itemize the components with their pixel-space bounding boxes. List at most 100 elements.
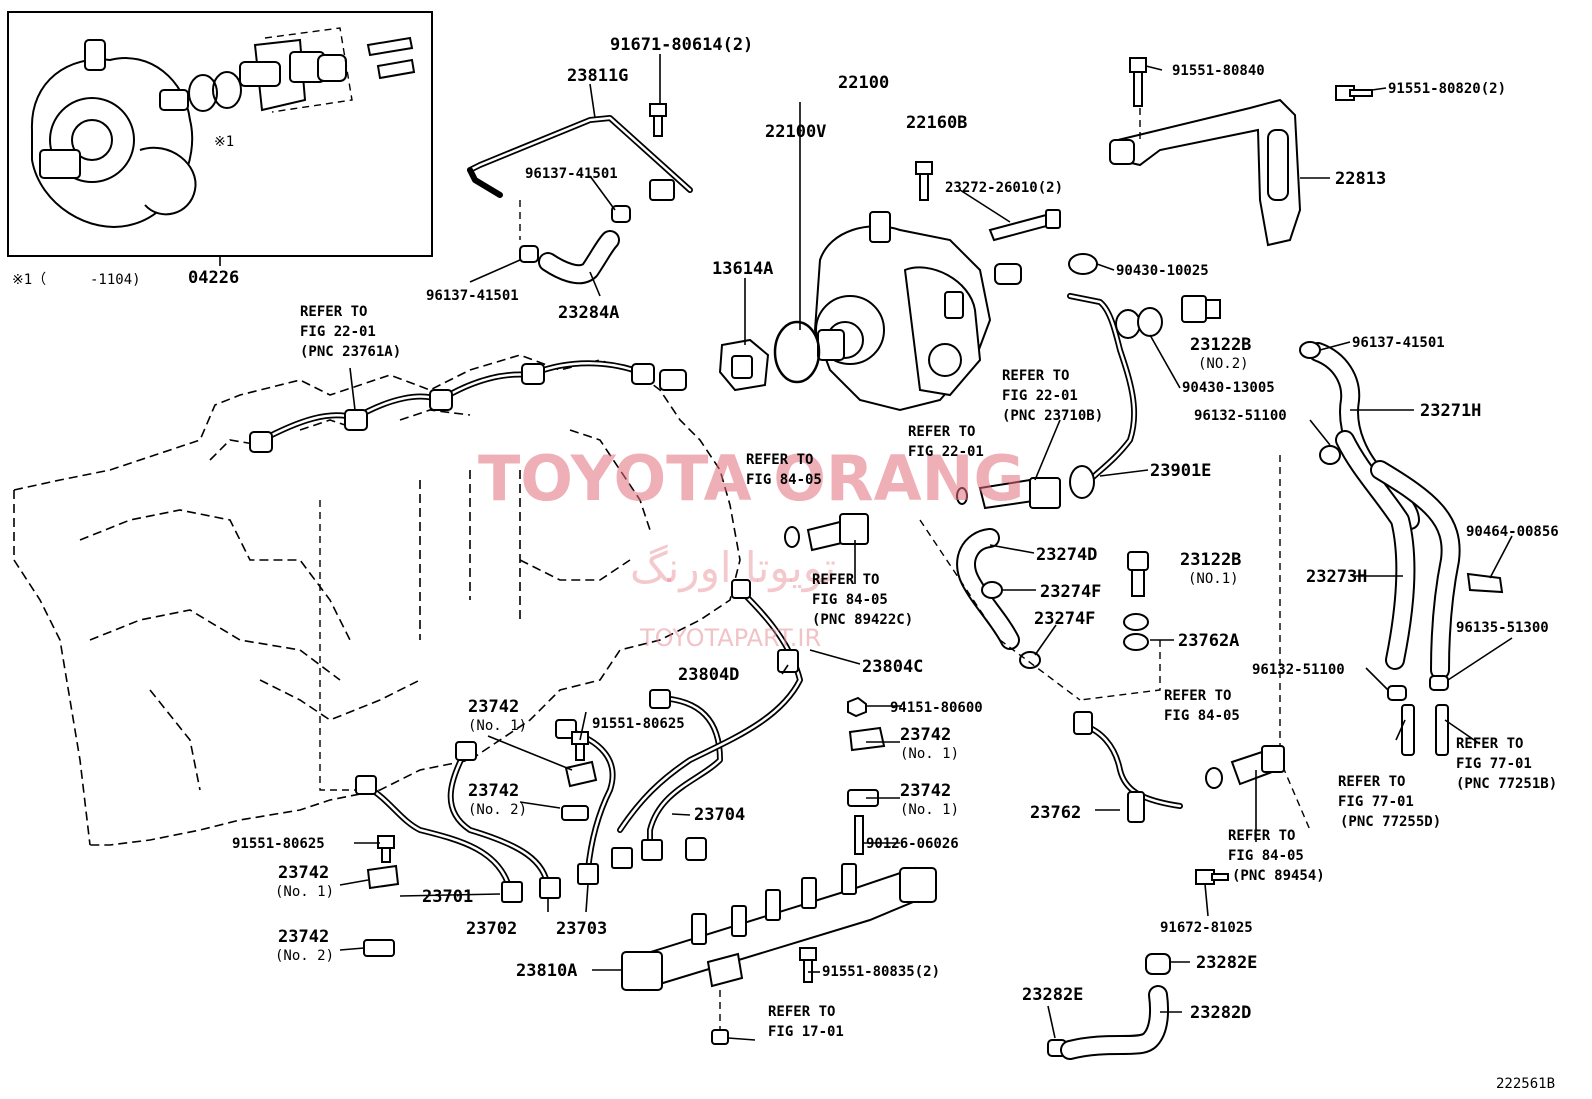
part-label-94151-80600[interactable]: 94151-80600 (890, 700, 983, 716)
part-label-91551-80820[interactable]: 91551-80820(2) (1388, 81, 1506, 97)
svg-text:FIG 77-01: FIG 77-01 (1456, 756, 1532, 772)
svg-text:(PNC 23761A): (PNC 23761A) (300, 344, 401, 360)
bracket-22813 (1109, 98, 1302, 247)
refer-note-22-01[interactable]: REFER TO FIG 22-01 (908, 424, 984, 460)
part-label-91551-80840[interactable]: 91551-80840 (1172, 63, 1265, 79)
part-label-23742-b[interactable]: 23742 (468, 781, 519, 801)
svg-text:REFER TO: REFER TO (1228, 828, 1295, 844)
part-label-91672-81025[interactable]: 91672-81025 (1160, 920, 1253, 936)
inset-bolts (366, 36, 416, 80)
part-label-13614A[interactable]: 13614A (712, 259, 773, 279)
suction-control-valve-sketch (239, 38, 347, 112)
part-label-23804D[interactable]: 23804D (678, 665, 739, 685)
svg-text:(PNC 77251B): (PNC 77251B) (1456, 776, 1557, 792)
injection-pipes (355, 579, 803, 903)
part-label-91551-80835[interactable]: 91551-80835(2) (822, 964, 940, 980)
refer-note-84-05-89422C[interactable]: REFER TO FIG 84-05 (PNC 89422C) (812, 572, 913, 628)
pipe-23901E (1067, 293, 1138, 499)
part-label-23742-d[interactable]: 23742 (900, 781, 951, 801)
part-label-23274F-a[interactable]: 23274F (1040, 582, 1101, 602)
bolt-91551-80835 (799, 947, 817, 983)
part-label-23742-e[interactable]: 23742 (278, 863, 329, 883)
part-label-23742-a[interactable]: 23742 (468, 697, 519, 717)
svg-text:(PNC 77255D): (PNC 77255D) (1340, 814, 1441, 830)
part-label-91551-80625-a[interactable]: 91551-80625 (592, 716, 685, 732)
refer-note-77-01-77255D[interactable]: REFER TO FIG 77-01 (PNC 77255D) (1338, 774, 1441, 830)
part-label-90464-00856[interactable]: 90464-00856 (1466, 524, 1559, 540)
part-label-23901E[interactable]: 23901E (1150, 461, 1211, 481)
part-label-23702[interactable]: 23702 (466, 919, 517, 939)
part-label-91551-80625-b[interactable]: 91551-80625 (232, 836, 325, 852)
svg-text:REFER TO: REFER TO (1002, 368, 1069, 384)
union-bolt-23122B-no1 (1127, 551, 1149, 597)
part-label-23284A[interactable]: 23284A (558, 303, 619, 323)
refer-note-17-01[interactable]: REFER TO FIG 17-01 (768, 1004, 844, 1040)
part-label-96137-41501-b[interactable]: 96137-41501 (426, 288, 519, 304)
part-label-96132-51100-b[interactable]: 96132-51100 (1252, 662, 1345, 678)
refer-note-84-05-a[interactable]: REFER TO FIG 84-05 (746, 452, 822, 488)
hose-23284A (538, 230, 620, 285)
part-label-23704[interactable]: 23704 (694, 805, 745, 825)
part-label-23274D[interactable]: 23274D (1036, 545, 1097, 565)
part-label-96137-41501-a[interactable]: 96137-41501 (525, 166, 618, 182)
refer-note-77-01-77251B[interactable]: REFER TO FIG 77-01 (PNC 77251B) (1456, 736, 1557, 792)
gasket-90430-10025 (1068, 253, 1098, 275)
part-label-04226[interactable]: 04226 (188, 268, 239, 288)
part-label-23811G[interactable]: 23811G (567, 66, 628, 86)
part-label-23810A[interactable]: 23810A (516, 961, 577, 981)
part-label-23703[interactable]: 23703 (556, 919, 607, 939)
pipe-23811G (467, 115, 693, 201)
part-label-22160B[interactable]: 22160B (906, 113, 967, 133)
part-label-23282E-b[interactable]: 23282E (1022, 985, 1083, 1005)
svg-text:(PNC 89454): (PNC 89454) (1232, 868, 1325, 884)
refer-note-84-05-89454[interactable]: REFER TO FIG 84-05 (PNC 89454) (1228, 828, 1325, 884)
svg-text:FIG 84-05: FIG 84-05 (1164, 708, 1240, 724)
part-label-23122B-no2[interactable]: 23122B (1190, 335, 1251, 355)
clip-96137-upper (611, 205, 631, 223)
part-label-22813[interactable]: 22813 (1335, 169, 1386, 189)
watermark: TOYOTA ORANG تویوتا اورنگ TOYOTAPART.IR (478, 442, 1024, 652)
part-label-22100V[interactable]: 22100V (765, 122, 826, 142)
refer-note-22-01-23761A[interactable]: REFER TO FIG 22-01 (PNC 23761A) (300, 304, 401, 360)
part-label-23274F-b[interactable]: 23274F (1034, 609, 1095, 629)
svg-text:(PNC 89422C): (PNC 89422C) (812, 612, 913, 628)
part-label-23282E-a[interactable]: 23282E (1196, 953, 1257, 973)
refer-note-84-05-b[interactable]: REFER TO FIG 84-05 (1164, 688, 1240, 724)
part-label-23122B-no1[interactable]: 23122B (1180, 550, 1241, 570)
gasket-90430-13005 (1115, 307, 1163, 339)
part-label-23742-e-sub: (No. 1) (275, 884, 334, 900)
bolt-23272 (988, 209, 1061, 242)
bolt-91671 (649, 103, 667, 137)
hose-23273H (1335, 430, 1461, 680)
part-label-23742-f[interactable]: 23742 (278, 927, 329, 947)
part-label-96132-51100-a[interactable]: 96132-51100 (1194, 408, 1287, 424)
svg-text:FIG 22-01: FIG 22-01 (300, 324, 376, 340)
part-label-23272-26010[interactable]: 23272-26010(2) (945, 180, 1063, 196)
part-label-23762[interactable]: 23762 (1030, 803, 1081, 823)
part-label-23122B-no2-sub: (NO.2) (1198, 356, 1249, 372)
part-label-23273H[interactable]: 23273H (1306, 567, 1367, 587)
part-label-96137-41501-c[interactable]: 96137-41501 (1352, 335, 1445, 351)
part-label-90430-10025[interactable]: 90430-10025 (1116, 263, 1209, 279)
part-label-23742-c[interactable]: 23742 (900, 725, 951, 745)
part-label-90430-13005[interactable]: 90430-13005 (1182, 380, 1275, 396)
svg-text:FIG 77-01: FIG 77-01 (1338, 794, 1414, 810)
part-label-23804C[interactable]: 23804C (862, 657, 923, 677)
part-label-23762A[interactable]: 23762A (1178, 631, 1239, 651)
part-label-90126-06026[interactable]: 90126-06026 (866, 836, 959, 852)
part-label-91671-80614[interactable]: 91671-80614(2) (610, 35, 753, 55)
svg-text:REFER TO: REFER TO (812, 572, 879, 588)
pipe-23762 (1073, 711, 1183, 823)
watermark-brand-fa: تویوتا اورنگ (630, 543, 836, 592)
bolt-91551-80840 (1129, 57, 1147, 107)
svg-text:REFER TO: REFER TO (746, 452, 813, 468)
part-label-23271H[interactable]: 23271H (1420, 401, 1481, 421)
stud-22160B (915, 161, 933, 201)
part-label-23282D[interactable]: 23282D (1190, 1003, 1251, 1023)
part-label-23701[interactable]: 23701 (422, 887, 473, 907)
refer-note-22-01-23710B[interactable]: REFER TO FIG 22-01 (PNC 23710B) (1002, 368, 1103, 424)
bolt-ref-17-01 (711, 1029, 729, 1045)
part-label-96135-51300[interactable]: 96135-51300 (1456, 620, 1549, 636)
sensor-89422C (784, 513, 869, 552)
part-label-22100[interactable]: 22100 (838, 73, 889, 93)
